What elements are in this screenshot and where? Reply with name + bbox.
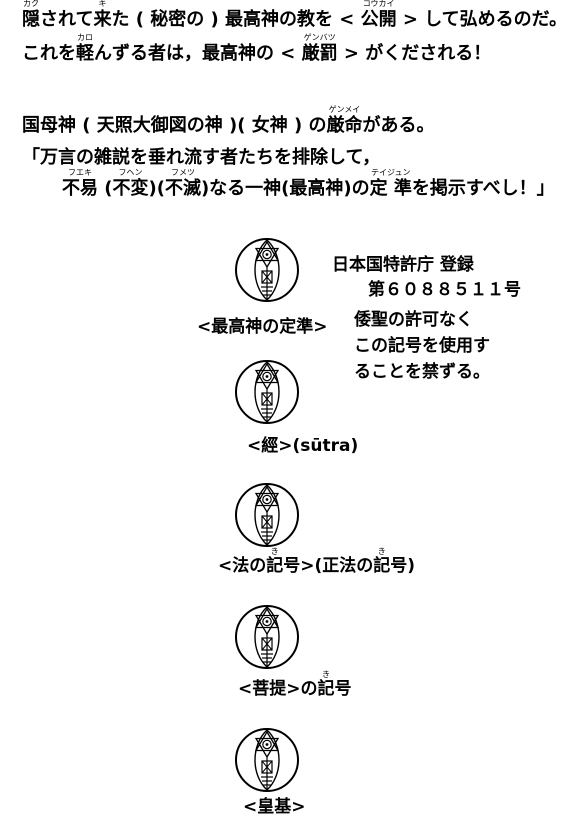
ruby-base-text: 厳罰 (301, 43, 338, 64)
paragraph1-line1: 隠カク されて 来キ た ( 秘密の ) 最高神の教を < 公開コウカイ > し… (22, 0, 568, 31)
ruby-text: コウカイ (362, 0, 395, 8)
registration-office: 日本国特許庁 登録 (332, 256, 474, 275)
text-run: を掲示すべし！」 (411, 178, 555, 199)
ruby-base-text: 来 (93, 9, 112, 30)
emblem-label-5: <皇基> (243, 798, 306, 817)
ruby-base-text: 公開 (360, 9, 397, 30)
text-run: この記号を使用す (354, 336, 490, 356)
ruby-text: き (270, 547, 279, 556)
ruby-text: カク (23, 0, 39, 8)
notice-line2: この記号を使用す (354, 337, 490, 356)
emblem-icon (234, 482, 300, 548)
text-run: > して弘めるのだ。 (396, 9, 568, 30)
emblem-label-2: <經>(sūtra) (247, 437, 358, 456)
ruby-text: フメツ (170, 168, 195, 177)
ruby-base: 不滅フメツ (164, 169, 201, 200)
ruby-base-text: 記 (266, 556, 284, 576)
text-run: 号 (334, 679, 352, 699)
ruby-base: 隠カク (22, 0, 40, 31)
ruby-base-text: 厳命 (326, 115, 363, 136)
text-run: <經>(sūtra) (247, 436, 359, 456)
text-run: 倭聖の許可なく (354, 310, 473, 330)
emblem-label-1: <最高神の定準> (197, 318, 328, 337)
ruby-text: フヘン (118, 168, 143, 177)
text-run: <菩提>の (238, 679, 318, 699)
text-run: 国母神 ( 天照大御図の神 )( 女神 ) の (22, 115, 327, 136)
text-run: <皇基> (243, 797, 306, 817)
ruby-base: 定 準テイジュン (369, 169, 412, 200)
text-run: されて (40, 9, 94, 30)
ruby-text: ゲンバツ (303, 33, 336, 42)
ruby-base-text: 定 準 (369, 178, 412, 199)
ruby-base-text: 記 (317, 679, 335, 699)
text-run: )( (148, 178, 165, 199)
paragraph2-line1: 国母神 ( 天照大御図の神 )( 女神 ) の 厳命ゲンメイ がある。 (22, 106, 435, 137)
ruby-text: き (322, 670, 330, 679)
text-run: んずる者は，最高神の < (94, 43, 302, 64)
ruby-base-text: 記 (373, 556, 391, 576)
ruby-base: 記き (266, 548, 284, 576)
ruby-base: 厳命ゲンメイ (326, 106, 363, 137)
ruby-text: フエキ (68, 168, 92, 177)
emblem-icon (234, 604, 300, 670)
ruby-text: カロ (77, 33, 93, 42)
ruby-base-text: 不変 (112, 178, 149, 199)
text-run: )なる一神(最高神)の (200, 178, 370, 199)
ruby-base: 厳罰ゲンバツ (301, 34, 338, 65)
paragraph2-line2: 「万言の雑説を垂れ流す者たちを排除して， (22, 147, 380, 169)
text-run: これを (22, 43, 76, 64)
emblem-label-4: <菩提>の 記き 号 (238, 671, 352, 699)
text-run: ( (98, 178, 113, 199)
registration-number: 第６０８８５１１号 (368, 281, 521, 300)
ruby-base-text: 隠 (22, 9, 40, 30)
ruby-text: ゲンメイ (328, 105, 361, 114)
ruby-base: 記き (373, 548, 391, 576)
text-run: 日本国特許庁 登録 (332, 255, 474, 275)
ruby-base-text: 不滅 (164, 178, 201, 199)
ruby-base: 来キ (93, 0, 112, 31)
ruby-base: 軽カロ (76, 34, 94, 65)
emblem-label-3: <法の 記き 号>(正法の 記き 号) (218, 548, 416, 576)
text-run: ることを禁ずる。 (354, 362, 490, 382)
text-run: 号) (390, 556, 416, 576)
text-run: 号>(正法の (283, 556, 374, 576)
ruby-text: テイジュン (371, 168, 411, 177)
ruby-base: 不易フエキ (62, 169, 98, 200)
ruby-base: 公開コウカイ (360, 0, 397, 31)
ruby-base: 不変フヘン (112, 169, 149, 200)
ruby-base: 記き (317, 671, 335, 699)
ruby-base-text: 軽 (76, 43, 94, 64)
text-run: 「万言の雑説を垂れ流す者たちを排除して， (22, 147, 381, 168)
text-run: がある。 (362, 115, 435, 136)
paragraph1-line2: これを 軽カロ んずる者は，最高神の < 厳罰ゲンバツ > がくだされる！ (22, 34, 492, 65)
emblem-icon (234, 727, 300, 793)
text-run: 第６０８８５１１号 (368, 280, 521, 300)
ruby-base-text: 不易 (62, 178, 98, 199)
notice-line1: 倭聖の許可なく (354, 311, 473, 330)
paragraph2-line3: 不易フエキ ( 不変フヘン )( 不滅フメツ )なる一神(最高神)の 定 準テイ… (62, 169, 555, 200)
text-run: <法の (218, 556, 267, 576)
ruby-text: キ (98, 0, 107, 8)
text-run: た ( 秘密の ) 最高神の教を < (111, 9, 361, 30)
text-run: <最高神の定準> (197, 317, 328, 337)
text-run: > がくだされる！ (337, 43, 492, 64)
emblem-icon (234, 237, 300, 303)
emblem-icon (234, 359, 300, 425)
notice-line3: ることを禁ずる。 (354, 363, 490, 382)
ruby-text: き (377, 547, 386, 556)
